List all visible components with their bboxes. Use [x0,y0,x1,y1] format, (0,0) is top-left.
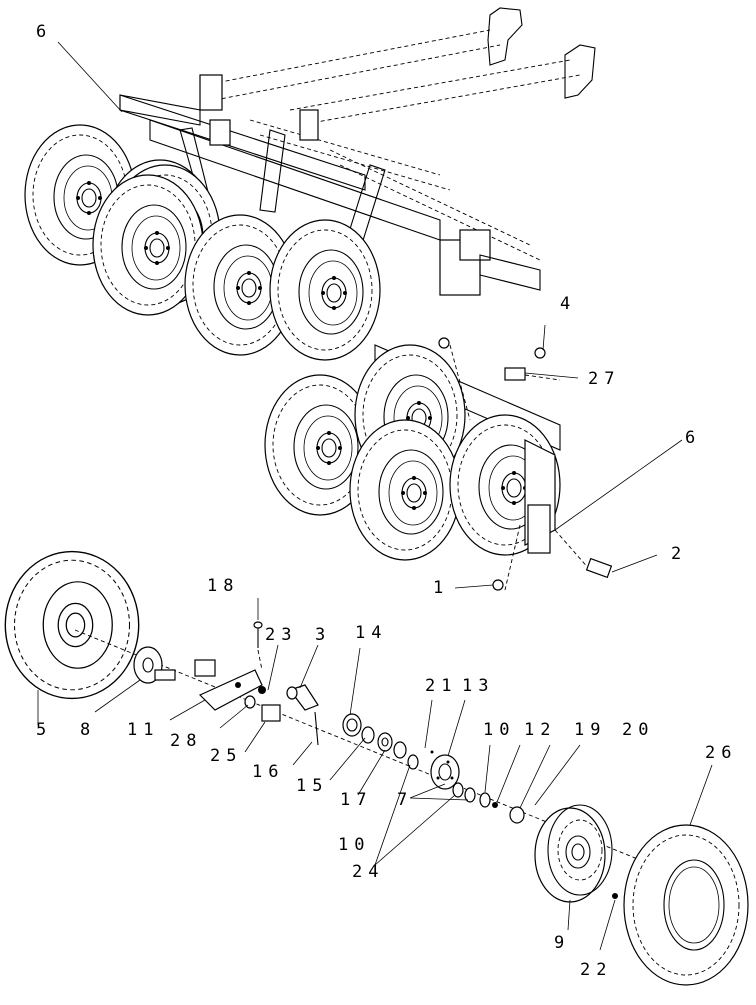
leader-lines [37,41,713,951]
callout-26: 26 [705,743,738,763]
callout-17: 17 [340,790,373,810]
callout-5: 5 [36,720,53,740]
callout-8: 8 [80,720,97,740]
callout-7: 7 [397,790,414,810]
callout-18: 18 [207,576,240,596]
callout-4: 4 [560,294,577,314]
callout-6-top: 6 [36,22,53,42]
callout-21: 21 [425,676,458,696]
callout-19: 19 [574,720,607,740]
callout-23: 23 [265,625,298,645]
callout-14: 14 [355,623,388,643]
callout-6-mid: 6 [685,428,702,448]
callout-28: 28 [170,731,203,751]
callout-13: 13 [462,676,495,696]
callout-1: 1 [433,578,450,598]
callout-22: 22 [580,960,613,980]
callout-20: 20 [622,720,655,740]
callout-15: 15 [296,776,329,796]
callout-27: 27 [588,369,621,389]
callout-3: 3 [315,625,332,645]
middle-assembly [264,337,613,591]
callout-9: 9 [554,933,571,953]
callout-12: 12 [524,720,557,740]
callout-10-top: 10 [483,720,516,740]
callout-16: 16 [252,762,285,782]
exploded-assembly [4,550,749,986]
callout-25: 25 [210,746,243,766]
callout-11: 11 [127,720,160,740]
callout-10-bottom: 10 [338,835,371,855]
callout-24: 24 [352,862,385,882]
top-wheels [24,124,381,361]
callout-2: 2 [671,544,688,564]
